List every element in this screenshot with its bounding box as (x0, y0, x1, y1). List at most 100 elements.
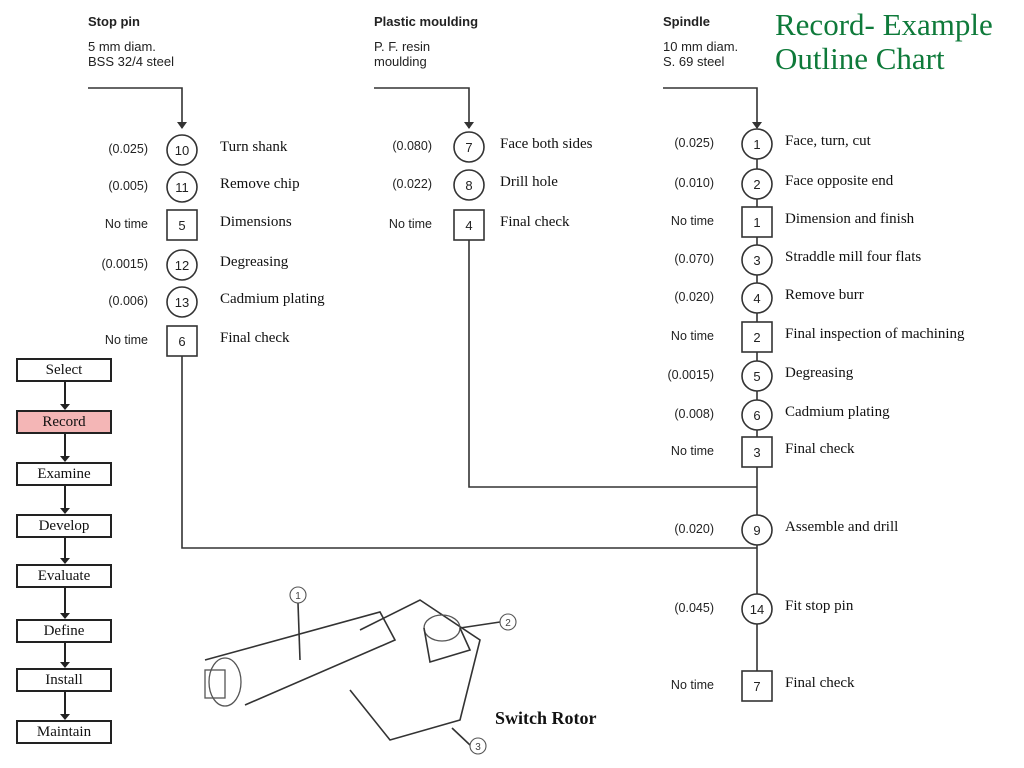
step-time: No time (388, 217, 432, 231)
callout-number: 3 (475, 742, 481, 753)
step-description: Fit stop pin (785, 598, 854, 614)
inspection-symbol (453, 209, 485, 241)
operation-symbol (741, 360, 773, 392)
step-time: No time (670, 678, 714, 692)
stop-pin-flow-line (88, 87, 183, 128)
nav-evaluate[interactable]: Evaluate (16, 564, 112, 588)
nav-maintain[interactable]: Maintain (16, 720, 112, 744)
step-time: (0.045) (674, 601, 714, 615)
title-line-1: Record- Example (775, 7, 993, 42)
step-description: Face both sides (500, 136, 593, 152)
step-time: (0.008) (674, 407, 714, 421)
column-header-spindle: Spindle 10 mm diam. S. 69 steel (663, 14, 738, 69)
inspection-symbol (741, 321, 773, 353)
rotor-shaft-end (208, 657, 242, 707)
nav-arrow (60, 508, 70, 514)
step-description: Remove chip (220, 176, 300, 192)
step-number: 9 (753, 523, 760, 538)
step-description: Final inspection of machining (785, 326, 965, 342)
step-description: Remove burr (785, 287, 864, 303)
column-spec: 5 mm diam. (88, 39, 156, 54)
nav-connector (64, 538, 66, 558)
step-number: 1 (753, 137, 760, 152)
callout-leader (459, 621, 501, 629)
moulding-entry-arrow (464, 122, 474, 129)
moulding-flow-line (374, 87, 470, 128)
nav-arrow (60, 714, 70, 720)
step-number: 3 (753, 445, 760, 460)
moulding-join-line (468, 222, 757, 488)
step-time: No time (104, 333, 148, 347)
step-description: Final check (500, 214, 570, 230)
spindle-entry-arrow (752, 122, 762, 129)
column-header-plastic-moulding: Plastic moulding P. F. resin moulding (374, 14, 478, 69)
column-spec: moulding (374, 54, 427, 69)
step-number: 3 (753, 253, 760, 268)
step-time: (0.022) (392, 177, 432, 191)
operation-symbol (741, 282, 773, 314)
inspection-symbol (741, 206, 773, 238)
callout-circle (499, 613, 517, 631)
step-time: (0.006) (108, 294, 148, 308)
callout-number: 1 (295, 591, 301, 602)
nav-record[interactable]: Record (16, 410, 112, 434)
step-description: Assemble and drill (785, 519, 899, 535)
step-time: (0.070) (674, 252, 714, 266)
column-spec: S. 69 steel (663, 54, 725, 69)
nav-connector (64, 486, 66, 508)
operation-symbol (741, 244, 773, 276)
step-number: 4 (465, 218, 472, 233)
step-description: Degreasing (220, 254, 289, 270)
slide-title: Record- Example Outline Chart (775, 8, 1020, 76)
step-description: Drill hole (500, 174, 558, 190)
nav-arrow (60, 558, 70, 564)
nav-define[interactable]: Define (16, 619, 112, 643)
inspection-symbol (741, 670, 773, 702)
rotor-spindle-side (423, 627, 472, 664)
step-description: Final check (785, 675, 855, 691)
step-number: 11 (175, 180, 189, 195)
column-heading: Plastic moulding (374, 14, 479, 29)
step-number: 1 (753, 215, 760, 230)
step-time: (0.025) (674, 136, 714, 150)
step-time: No time (670, 329, 714, 343)
column-spec: BSS 32/4 steel (88, 54, 174, 69)
step-number: 5 (178, 218, 185, 233)
callout-number: 2 (505, 618, 511, 629)
rotor-spindle-top (423, 614, 461, 642)
nav-arrow (60, 662, 70, 668)
step-number: 13 (175, 295, 189, 310)
step-number: 14 (750, 602, 764, 617)
column-header-stop-pin: Stop pin 5 mm diam. BSS 32/4 steel (88, 14, 174, 69)
nav-connector (64, 434, 66, 456)
inspection-symbol (166, 209, 198, 241)
step-number: 5 (753, 369, 760, 384)
operation-symbol (166, 249, 198, 281)
step-time: (0.010) (674, 176, 714, 190)
operation-symbol (741, 168, 773, 200)
operation-symbol (741, 514, 773, 546)
nav-arrow (60, 404, 70, 410)
operation-symbol (166, 171, 198, 203)
stop-pin-join-line (181, 342, 757, 549)
nav-select[interactable]: Select (16, 358, 112, 382)
step-time: No time (670, 444, 714, 458)
step-description: Straddle mill four flats (785, 249, 922, 265)
step-number: 8 (465, 178, 472, 193)
nav-examine[interactable]: Examine (16, 462, 112, 486)
nav-install[interactable]: Install (16, 668, 112, 692)
step-number: 7 (465, 140, 472, 155)
nav-connector (64, 692, 66, 714)
nav-develop[interactable]: Develop (16, 514, 112, 538)
step-time: (0.0015) (667, 368, 714, 382)
operation-symbol (166, 134, 198, 166)
inspection-symbol (741, 436, 773, 468)
rotor-body-outline (349, 599, 481, 741)
step-description: Dimension and finish (785, 211, 915, 227)
step-description: Face opposite end (785, 173, 894, 189)
operation-symbol (741, 128, 773, 160)
nav-connector (64, 382, 66, 404)
callout-leader (297, 602, 301, 661)
step-time: (0.080) (392, 139, 432, 153)
